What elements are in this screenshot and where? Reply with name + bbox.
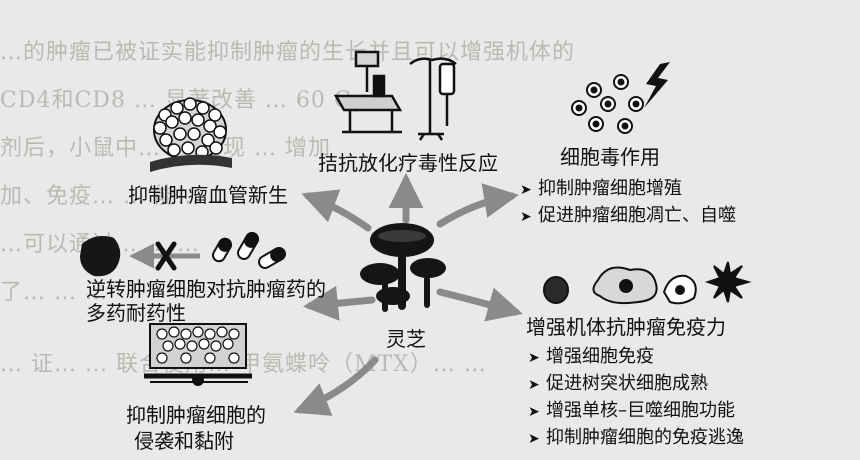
reishi-mushroom-icon [360, 223, 446, 312]
background-text-line: 加、免疫… … 能… … … [0, 184, 262, 209]
cell-cluster-icon [571, 74, 644, 134]
immunity-bullets: ➤增强细胞免疫 ➤促进树突状细胞成熟 ➤增强单核–巨噬细胞功能 ➤抑制肿瘤细胞的… [528, 344, 744, 452]
invasion-label-line1: 抑制肿瘤细胞的 [126, 403, 266, 427]
list-item: ➤增强细胞免疫 [528, 346, 654, 367]
list-item: ➤抑制肿瘤细胞增殖 [520, 178, 682, 199]
list-item: ➤促进树突状细胞成熟 [528, 373, 708, 394]
radiochemo-label: 拮抗放化疗毒性反应 [318, 151, 498, 175]
tumor-cluster-icon [150, 97, 232, 172]
arrow-to-angiogenesis [301, 189, 372, 232]
arrows [293, 173, 523, 416]
tissue-layer-icon [144, 323, 252, 386]
mdr-label-line2: 多药耐药性 [86, 301, 186, 325]
iv-drip-icon [409, 57, 457, 141]
cytotoxic-label: 细胞毒作用 [560, 145, 660, 169]
cytotoxic-bullets: ➤抑制肿瘤细胞增殖 ➤促进肿瘤细胞凋亡、自噬 [520, 176, 736, 230]
immunity-label: 增强机体抗肿瘤免疫力 [526, 315, 726, 339]
capsule-icon [212, 232, 286, 269]
background-text-line: 了… … … [0, 280, 108, 305]
center-label: 灵芝 [386, 327, 426, 351]
background-text-line: …的肿瘤已被证实能抑制肿瘤的生长并且可以增强机体的 [0, 40, 576, 65]
tumor-cell-icon [80, 236, 121, 277]
immune-cells-icon [543, 261, 752, 305]
mdr-label-line1: 逆转肿瘤细胞对抗肿瘤药的 [86, 277, 326, 301]
arrow-to-immunity [436, 287, 523, 322]
list-item: ➤抑制肿瘤细胞的免疫逃逸 [528, 427, 744, 448]
mdr-illustration [80, 232, 286, 277]
invasion-label-line2: 侵袭和黏附 [134, 429, 234, 453]
arrow-to-cytotoxic [436, 183, 519, 228]
list-item: ➤增强单核–巨噬细胞功能 [528, 400, 735, 421]
cancel-cross-icon [155, 241, 177, 271]
list-item: ➤促进肿瘤细胞凋亡、自噬 [520, 205, 736, 226]
angiogenesis-label: 抑制肿瘤血管新生 [128, 183, 288, 207]
radiotherapy-machine-icon [333, 50, 403, 134]
arrow-to-invasion [293, 356, 379, 416]
arrow-to-mdr [303, 285, 376, 321]
lightning-icon [644, 62, 670, 108]
